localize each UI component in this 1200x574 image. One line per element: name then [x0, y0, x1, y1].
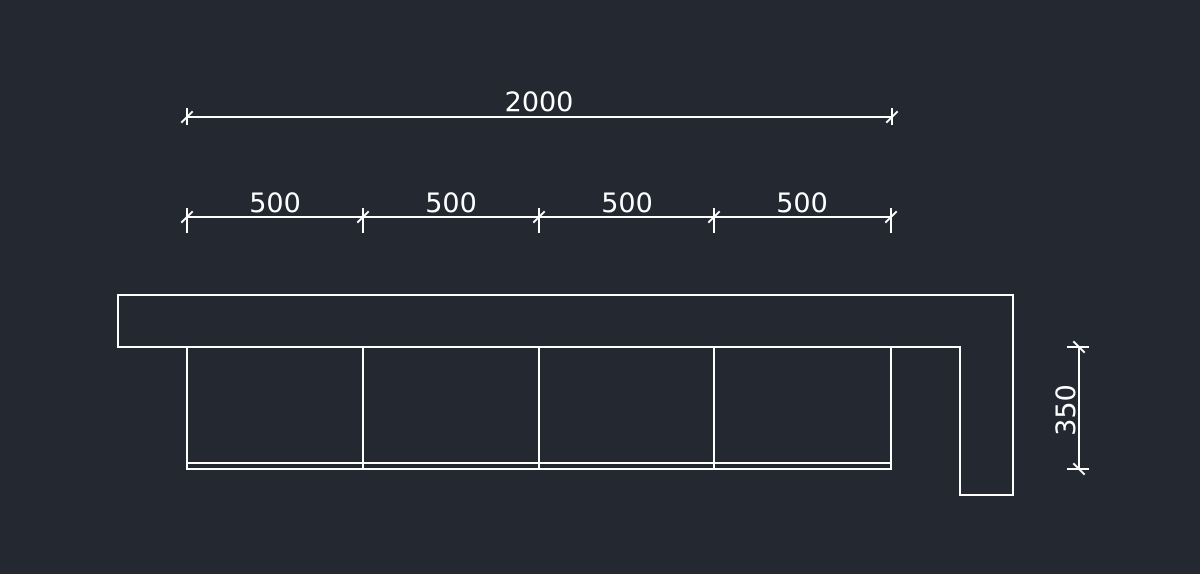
overall-dimension-text: 2000 — [505, 87, 574, 118]
overall-tick-right — [885, 110, 899, 124]
depth-dimension-text: 350 — [1051, 384, 1082, 436]
depth-dimension: 350 — [1051, 340, 1089, 476]
segment-dimension-text-2: 500 — [425, 188, 477, 219]
segment-dimension-text-1: 500 — [249, 188, 301, 219]
segment-tick-4 — [707, 210, 721, 224]
segment-tick-2 — [356, 210, 370, 224]
top-board-and-side-panel — [117, 294, 1014, 496]
cabinet-compartments — [186, 346, 892, 470]
segment-tick-3 — [532, 210, 546, 224]
segment-dimensions: 500 500 500 500 — [180, 188, 898, 233]
segment-tick-1 — [180, 210, 194, 224]
shelf-outline — [117, 294, 1014, 496]
depth-tick-top — [1072, 340, 1086, 354]
segment-dimension-text-4: 500 — [776, 188, 828, 219]
depth-tick-bottom — [1072, 462, 1086, 476]
segment-dimension-text-3: 500 — [601, 188, 653, 219]
segment-tick-5 — [884, 210, 898, 224]
overall-tick-left — [180, 110, 194, 124]
overall-dimension: 2000 — [180, 87, 899, 125]
